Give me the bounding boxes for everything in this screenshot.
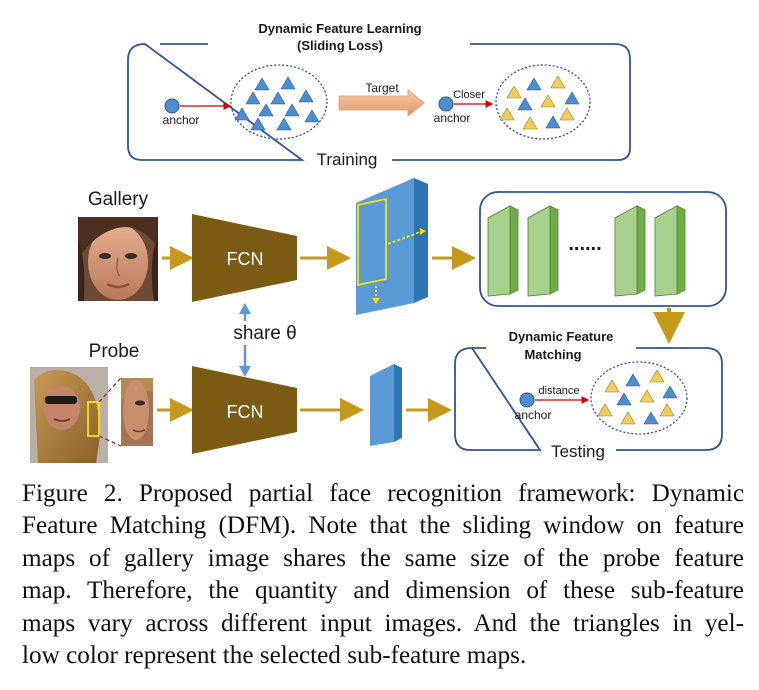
gallery-label: Gallery (88, 189, 149, 210)
closer-label: Closer (453, 89, 485, 101)
feature-cluster-ellipse (230, 64, 328, 140)
fcn-label: FCN (227, 402, 264, 422)
blue-triangles (234, 76, 320, 131)
fcn-label: FCN (227, 249, 264, 269)
target-label: Target (365, 81, 399, 95)
anchor-label: anchor (163, 113, 200, 127)
caption-line: maps of gallery image shares the same si… (22, 544, 744, 572)
anchor-point (164, 98, 180, 114)
training-panel: Dynamic Feature Learning (Sliding Loss) … (127, 14, 631, 169)
probe-label: Probe (89, 341, 140, 362)
anchor-point (438, 96, 454, 112)
sub-feature-maps-panel: ...... (479, 191, 727, 307)
probe-feature-map (370, 364, 402, 446)
caption-line: map. Therefore, the quantity and dimensi… (22, 577, 744, 605)
fcn-block-gallery: FCN (192, 214, 297, 302)
training-title-line1: Dynamic Feature Learning (258, 21, 421, 36)
sub-feature-map (614, 205, 646, 297)
framework-diagram: Dynamic Feature Learning (Sliding Loss) … (30, 14, 727, 463)
gallery-feature-map (356, 178, 428, 315)
caption-line: Figure 2. Proposed partial face recognit… (22, 480, 744, 507)
mixed-triangles (499, 75, 580, 130)
caption-line: maps vary across different input images.… (22, 609, 744, 637)
testing-title-line2: Matching (524, 347, 581, 362)
share-theta-label: share θ (233, 323, 296, 344)
testing-label: Testing (551, 442, 605, 461)
sub-feature-map (654, 205, 686, 297)
ellipsis-dots: ...... (568, 233, 601, 255)
anchor-point (519, 392, 535, 408)
fcn-block-probe: FCN (192, 366, 297, 454)
feature-cluster-ellipse (590, 361, 688, 435)
anchor-label: anchor (515, 408, 552, 422)
caption-line: Feature Matching (DFM). Note that the sl… (22, 512, 744, 540)
mixed-triangles (597, 369, 678, 425)
training-title-line2: (Sliding Loss) (297, 38, 383, 53)
probe-face-photo (30, 367, 108, 463)
probe-partial-crop (121, 378, 153, 446)
sub-feature-map (487, 205, 519, 297)
distance-label: distance (539, 385, 580, 397)
sub-feature-map (527, 205, 559, 297)
gallery-face-photo (78, 217, 158, 301)
caption-line: low color represent the selected sub-fea… (22, 642, 527, 670)
figure-caption: Figure 2. Proposed partial face recognit… (22, 478, 744, 672)
testing-panel: Dynamic Feature Matching Testing anchor … (454, 324, 723, 461)
anchor-label: anchor (434, 111, 471, 125)
target-arrow: Target (338, 81, 425, 117)
sliding-window (357, 197, 387, 287)
training-label: Training (317, 150, 378, 169)
feature-cluster-ellipse (495, 64, 591, 140)
testing-title-line1: Dynamic Feature (509, 329, 614, 344)
